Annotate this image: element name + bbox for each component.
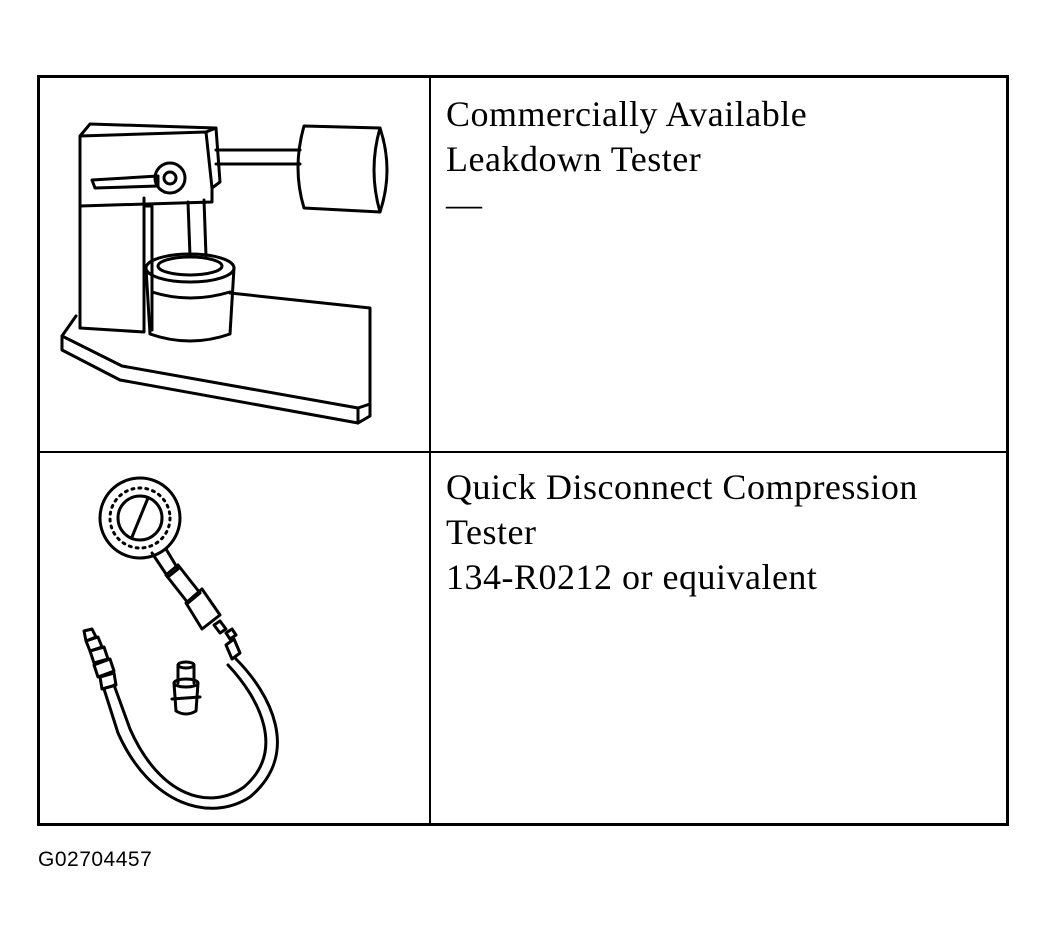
figure-id: G02704457 bbox=[38, 848, 153, 871]
tool-number: — bbox=[446, 184, 483, 224]
row-divider bbox=[40, 451, 1006, 453]
tool-name-line: Commercially Available bbox=[446, 94, 808, 134]
tool-name-line: Leakdown Tester bbox=[446, 139, 702, 179]
tool-name-line: Tester bbox=[446, 512, 537, 552]
tool-description-leakdown: Commercially Available Leakdown Tester — bbox=[446, 92, 996, 227]
column-divider bbox=[429, 78, 431, 823]
tool-table: Commercially Available Leakdown Tester — bbox=[37, 75, 1009, 826]
tool-description-compression: Quick Disconnect Compression Tester 134-… bbox=[446, 465, 996, 600]
leakdown-tester-icon bbox=[40, 78, 429, 451]
tool-name-line: Quick Disconnect Compression bbox=[446, 467, 918, 507]
tool-number: 134-R0212 or equivalent bbox=[446, 557, 818, 597]
compression-tester-icon bbox=[40, 453, 429, 823]
